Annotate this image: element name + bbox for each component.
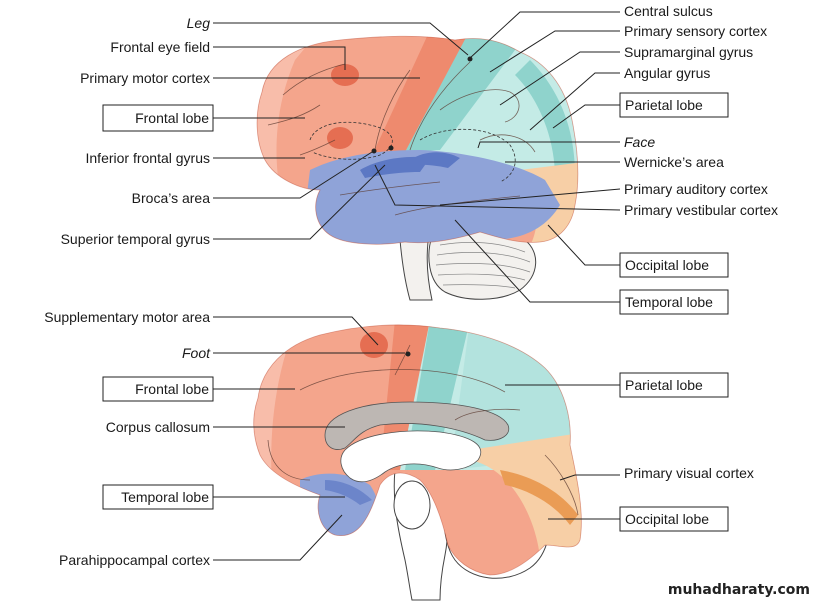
lateral-left-leaders <box>213 22 469 240</box>
label-temporal-lobe-medial: Temporal lobe <box>121 489 209 505</box>
label-foot: Foot <box>182 345 211 361</box>
medial-occipital-lobe-box <box>619 506 729 532</box>
label-primary-motor-cortex: Primary motor cortex <box>80 70 210 86</box>
lateral-frontal-lobe-box <box>102 104 214 132</box>
label-frontal-eye-field: Frontal eye field <box>110 39 210 55</box>
label-central-sulcus: Central sulcus <box>624 3 713 19</box>
label-temporal-lobe-lateral: Temporal lobe <box>625 294 713 310</box>
label-supramarginal-gyrus: Supramarginal gyrus <box>624 44 753 60</box>
label-angular-gyrus: Angular gyrus <box>624 65 710 81</box>
lateral-brain <box>256 35 579 301</box>
medial-parietal-lobe-box <box>619 372 729 398</box>
label-corpus-callosum: Corpus callosum <box>106 419 210 435</box>
label-frontal-lobe-lateral: Frontal lobe <box>135 110 209 126</box>
medial-left-labels: Supplementary motor area Foot Frontal lo… <box>44 309 211 568</box>
lateral-right-labels: Central sulcus Primary sensory cortex Su… <box>624 3 778 310</box>
supplementary-motor-region <box>360 332 388 358</box>
label-parietal-lobe-lateral: Parietal lobe <box>625 97 703 113</box>
medial-right-labels: Parietal lobe Primary visual cortex Occi… <box>624 377 754 527</box>
label-face: Face <box>624 134 655 150</box>
label-supplementary-motor-area: Supplementary motor area <box>44 309 210 325</box>
label-occipital-lobe-medial: Occipital lobe <box>625 511 709 527</box>
label-wernickes-area: Wernicke’s area <box>624 154 724 170</box>
label-primary-visual-cortex: Primary visual cortex <box>624 465 754 481</box>
label-superior-temporal-gyrus: Superior temporal gyrus <box>61 231 210 247</box>
label-occipital-lobe-lateral: Occipital lobe <box>625 257 709 273</box>
medial-frontal-lobe-box <box>102 376 214 402</box>
lateral-occipital-lobe-box <box>619 252 729 278</box>
label-primary-sensory-cortex: Primary sensory cortex <box>624 23 767 39</box>
watermark: muhadharaty.com <box>668 582 810 598</box>
medial-leaders <box>213 316 620 561</box>
lateral-brainstem <box>399 239 433 301</box>
brocas-area-region <box>327 127 353 149</box>
frontal-eye-field-region <box>331 64 359 86</box>
corpus-callosum-shape <box>324 401 510 450</box>
lateral-left-labels: Leg Frontal eye field Primary motor cort… <box>61 15 211 247</box>
label-parietal-lobe-medial: Parietal lobe <box>625 377 703 393</box>
label-parahippocampal-cortex: Parahippocampal cortex <box>59 552 210 568</box>
label-inferior-frontal-gyrus: Inferior frontal gyrus <box>86 150 211 166</box>
label-primary-auditory-cortex: Primary auditory cortex <box>624 181 768 197</box>
label-primary-vestibular-cortex: Primary vestibular cortex <box>624 202 778 218</box>
lateral-right-leaders <box>374 11 621 303</box>
label-leg: Leg <box>187 15 211 31</box>
lateral-temporal-lobe-box <box>619 289 729 315</box>
medial-temporal-lobe-box <box>102 484 214 510</box>
lateral-parietal-lobe-box <box>619 92 729 118</box>
label-frontal-lobe-medial: Frontal lobe <box>135 381 209 397</box>
label-brocas-area: Broca’s area <box>132 190 211 206</box>
